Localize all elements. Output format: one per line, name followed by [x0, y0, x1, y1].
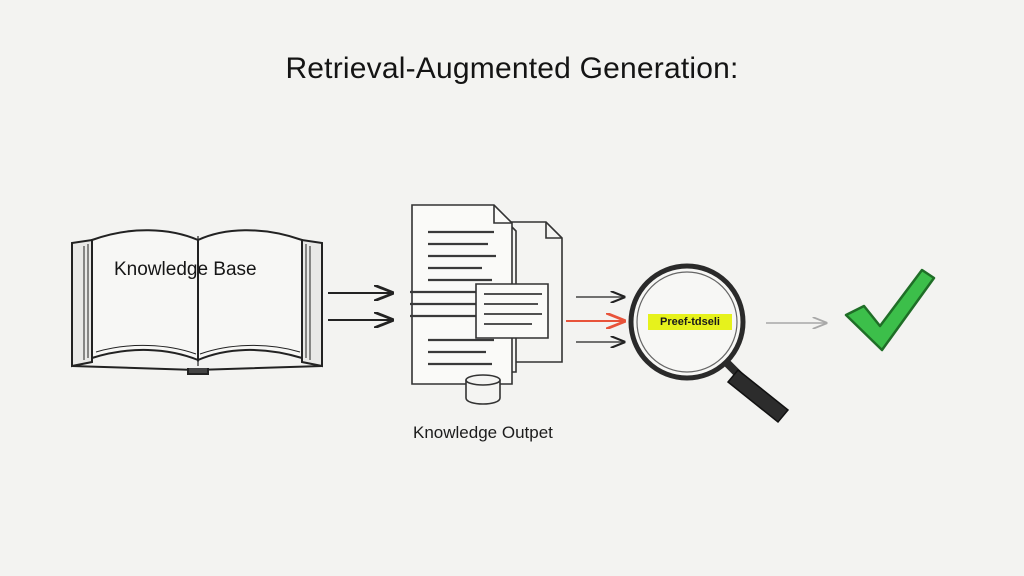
database-cylinder-icon: [465, 374, 501, 405]
knowledge-base-label: Knowledge Base: [114, 259, 257, 280]
knowledge-output-label: Knowledge Outpet: [413, 423, 553, 442]
open-book-icon: [71, 229, 323, 375]
magnifying-glass-icon: [628, 263, 790, 424]
highlighted-text: Preef-tdseli: [648, 314, 732, 330]
diagram-title: Retrieval-Augmented Generation:: [285, 52, 739, 85]
document-stack-icon: [410, 204, 563, 385]
checkmark-icon: [844, 268, 936, 352]
